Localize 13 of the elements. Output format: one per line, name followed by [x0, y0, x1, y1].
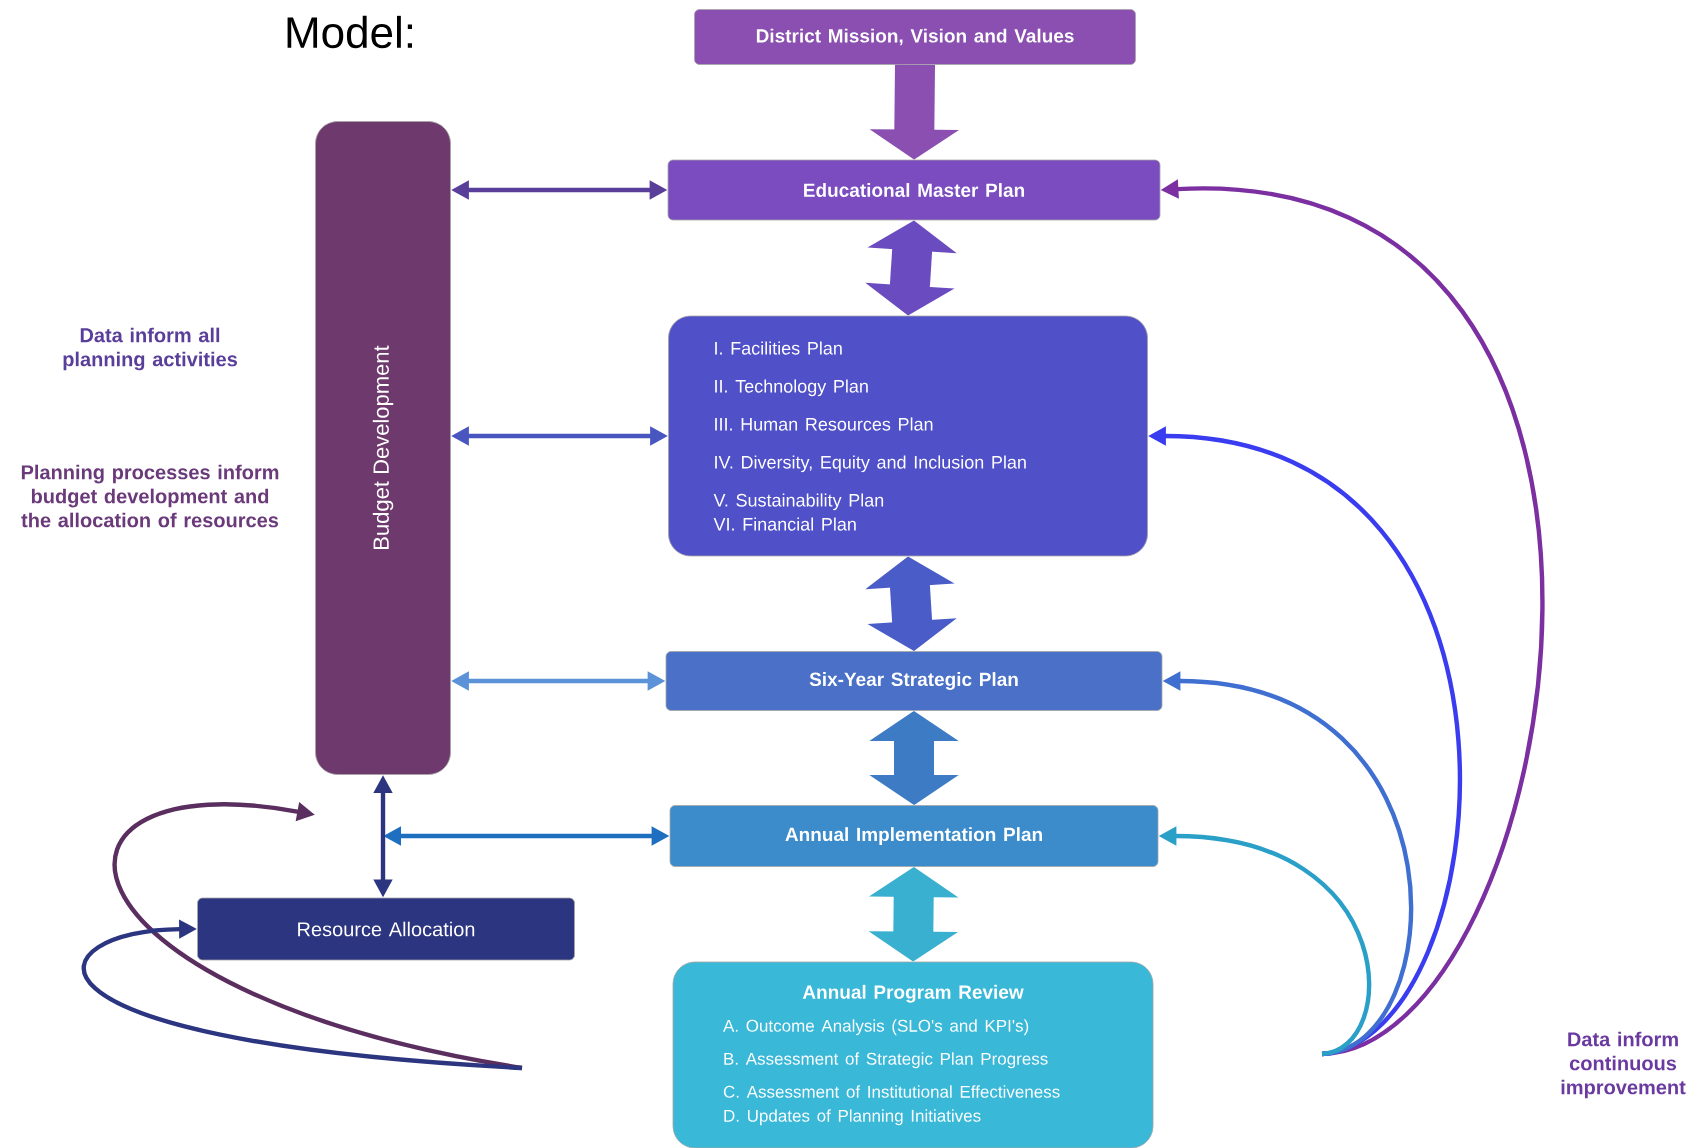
- plan-box: Six-Year Strategic Plan: [665, 651, 1163, 711]
- note-text: Data inform continuous improvement: [1561, 1031, 1686, 1099]
- plan-box: Annual Implementation Plan: [669, 805, 1159, 867]
- note-text: Planning processes inform budget development and the allocation of resources: [21, 464, 279, 528]
- plan-list-box: I. Facilities Plan II. Technology Plan III. Human Resources Plan IV. Diversity, Equity and Inclusion Plan V. Sustainability Plan VI. Financial Plan: [668, 315, 1148, 557]
- note-text: Data inform all planning activities: [63, 327, 237, 371]
- title-box: District Mission, Vision and Values: [694, 9, 1136, 65]
- heading-text: Model:: [287, 15, 412, 49]
- plan-box: Educational Master Plan: [667, 159, 1161, 221]
- curved-arrow: [82, 919, 523, 1071]
- review-box: Annual Program Review A. Outcome Analysis (SLO's and KPI's) B. Assessment of Strategic Plan Progress C. Assessment of Institutional Effectiveness D. Updates of Planning Initiatives: [672, 961, 1154, 1148]
- budget-column: Budget Development: [315, 121, 451, 775]
- resource-box: Resource Allocation: [197, 897, 575, 961]
